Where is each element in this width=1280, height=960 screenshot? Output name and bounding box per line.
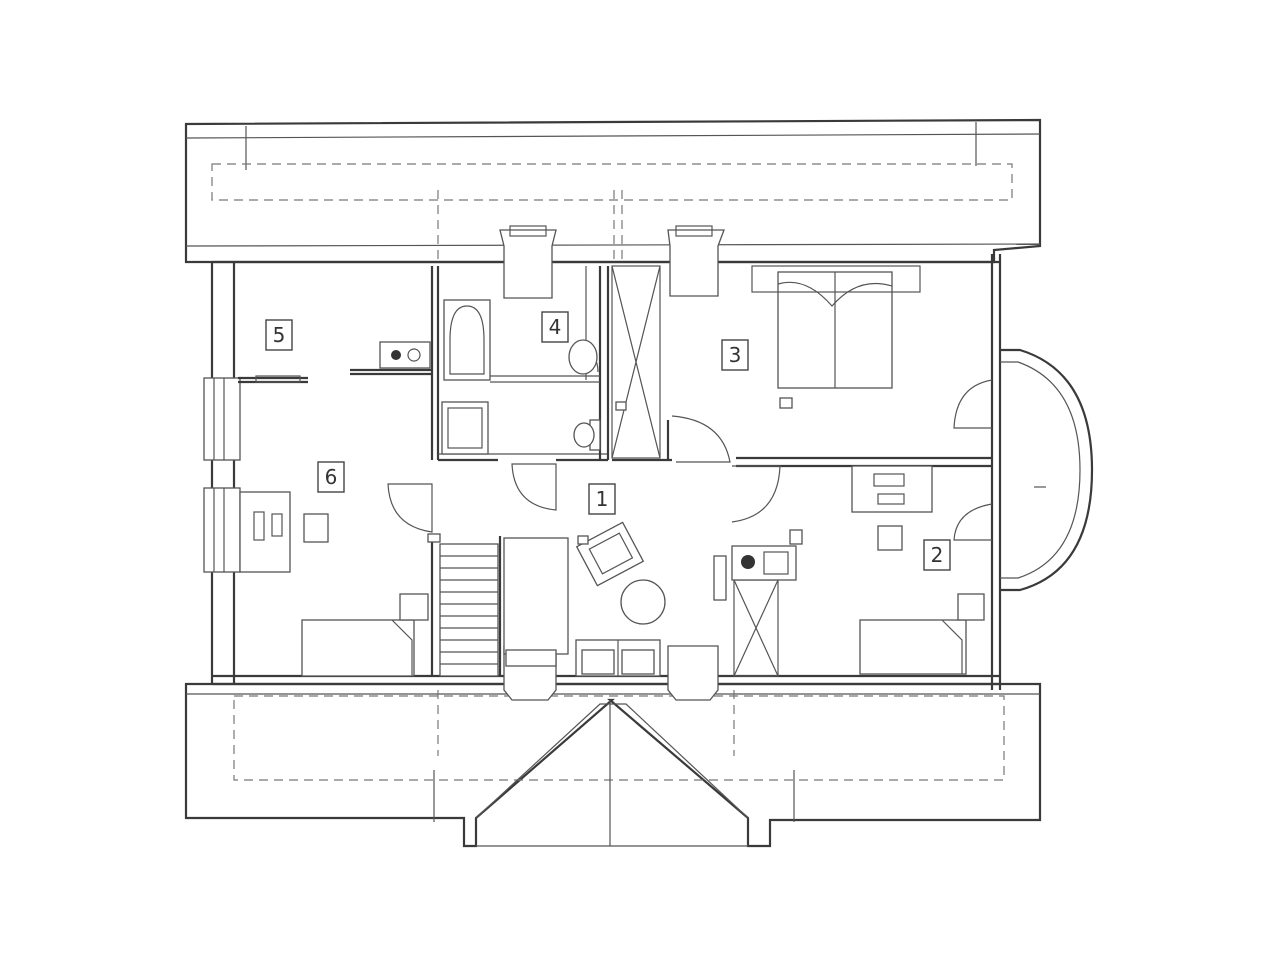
room-label-3: 3 [721, 339, 749, 371]
staircase [439, 537, 569, 677]
outer-walls [210, 254, 1002, 690]
room-label-2-text: 2 [931, 543, 944, 567]
room-label-6-text: 6 [325, 465, 338, 489]
room-label-4: 4 [541, 311, 569, 343]
room-label-4-text: 4 [549, 315, 562, 339]
roof-eave-top [184, 118, 1042, 264]
left-windows [203, 377, 241, 573]
room-label-1-text: 1 [596, 487, 609, 511]
room-label-5: 5 [265, 319, 293, 351]
room-label-5-text: 5 [273, 323, 286, 347]
room-label-6: 6 [317, 461, 345, 493]
room-label-3-text: 3 [729, 343, 742, 367]
roof-eave-bottom [184, 682, 1042, 848]
room-label-2: 2 [923, 539, 951, 571]
furniture [239, 265, 985, 677]
dormers-top [499, 225, 725, 299]
room-label-1: 1 [588, 483, 616, 515]
bay-window [1000, 348, 1094, 592]
